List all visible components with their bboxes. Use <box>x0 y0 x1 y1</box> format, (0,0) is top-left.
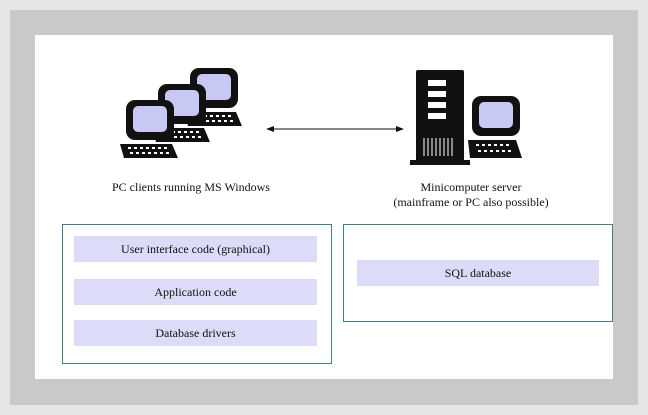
pc-computer-icon <box>120 100 178 158</box>
server-layer-sql: SQL database <box>357 260 599 286</box>
client-layers-box: User interface code (graphical) Applicat… <box>62 224 332 364</box>
client-layer-drivers: Database drivers <box>74 320 317 346</box>
server-layers-box: SQL database <box>343 224 613 322</box>
server-caption-line1: Minicomputer server <box>420 180 522 194</box>
terminal-icon <box>468 96 522 158</box>
client-layer-ui: User interface code (graphical) <box>74 236 317 262</box>
tower-server-icon <box>410 70 470 165</box>
clients-caption: PC clients running MS Windows <box>112 180 270 194</box>
client-layer-application: Application code <box>74 279 317 305</box>
server-caption-line2: (mainframe or PC also possible) <box>393 195 549 209</box>
bidirectional-arrow-icon <box>266 126 404 132</box>
